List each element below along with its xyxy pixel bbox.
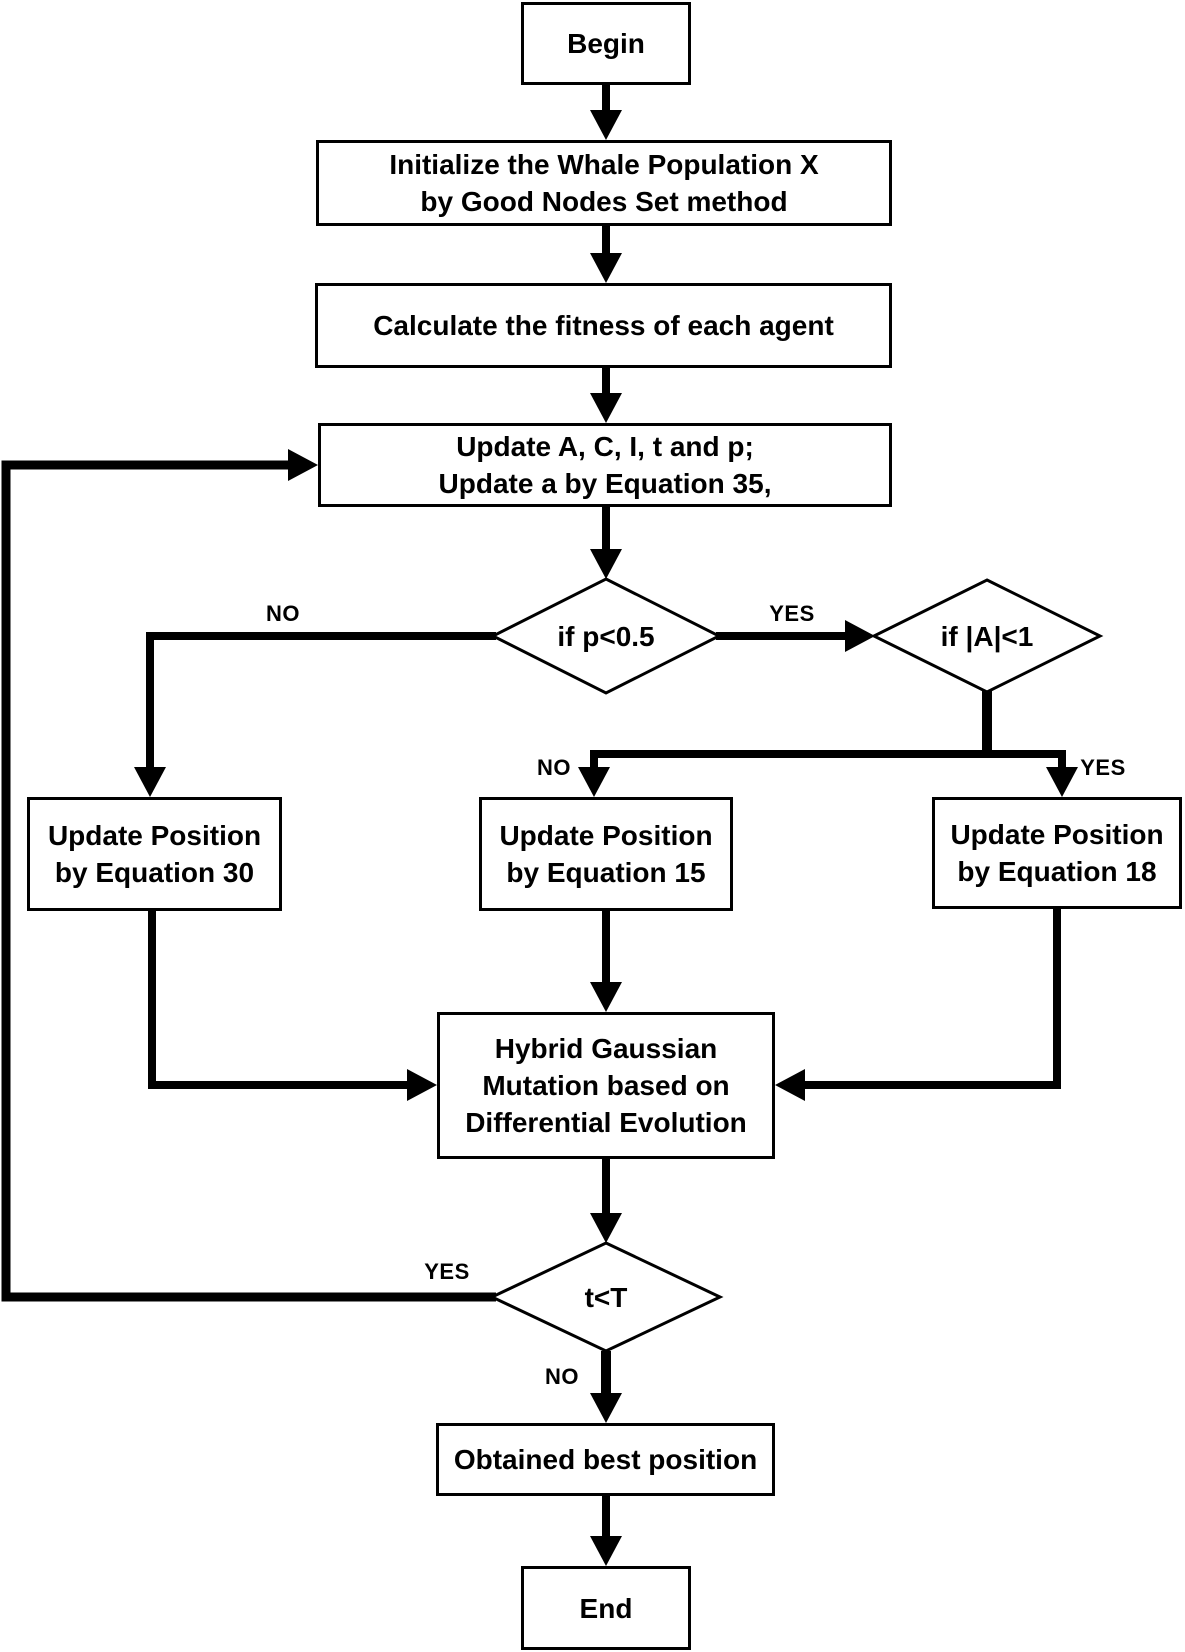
- update-position-eq15-line1: Update Position: [499, 820, 713, 851]
- edge-label-a-no: NO: [537, 755, 571, 780]
- edge-decision-p-yes: [716, 620, 875, 652]
- arrowhead-decision-a-no: [578, 767, 610, 797]
- obtained-best-position-node: Obtained best position: [436, 1423, 775, 1496]
- init-population-line2: by Good Nodes Set method: [420, 186, 788, 217]
- edge-decision-t-yes-loop: [1, 449, 496, 1302]
- hybrid-gaussian-line2: Mutation based on: [482, 1070, 730, 1101]
- calculate-fitness-node: Calculate the fitness of each agent: [315, 283, 892, 368]
- edge-decision-p-no: [134, 632, 496, 797]
- edge-label-t-yes: YES: [424, 1259, 470, 1284]
- arrowhead-fitness-update: [590, 393, 622, 423]
- update-position-eq30-line2: by Equation 30: [54, 857, 255, 888]
- edge-hybrid-decision-t: [590, 1159, 622, 1243]
- decision-p-diamond: [489, 577, 723, 695]
- update-parameters-node: Update A, C, I, t and p; Update a by Equ…: [318, 423, 892, 507]
- decision-t-label: t<T: [584, 1282, 628, 1313]
- arrowhead-decision-p-yes: [845, 620, 875, 652]
- calculate-fitness-label: Calculate the fitness of each agent: [373, 310, 834, 341]
- update-position-eq18-node: Update Position by Equation 18: [932, 797, 1182, 909]
- edge-update-decision-p: [590, 507, 622, 579]
- arrowhead-update-decision-p: [590, 549, 622, 579]
- obtained-best-position-label: Obtained best position: [453, 1444, 758, 1475]
- edge-fitness-update: [590, 368, 622, 423]
- edge-decision-t-no: [590, 1351, 622, 1423]
- decision-a-diamond: [870, 578, 1104, 694]
- edge-label-p-yes: YES: [769, 601, 815, 626]
- update-position-eq30-node: Update Position by Equation 30: [27, 797, 282, 911]
- arrowhead-decision-p-no: [134, 767, 166, 797]
- arrowhead-loop-update: [288, 449, 318, 481]
- update-parameters-line1: Update A, C, I, t and p;: [456, 431, 754, 462]
- begin-node: Begin: [521, 2, 691, 85]
- hybrid-gaussian-line1: Hybrid Gaussian: [494, 1033, 718, 1064]
- update-position-eq15-line2: by Equation 15: [506, 857, 706, 888]
- init-population-node: Initialize the Whale Population X by Goo…: [316, 140, 892, 226]
- arrowhead-hybrid-decision-t: [590, 1213, 622, 1243]
- end-label: End: [579, 1592, 633, 1624]
- update-position-eq18-line1: Update Position: [950, 819, 1164, 850]
- edge-eq30-hybrid: [148, 911, 437, 1101]
- edge-begin-init: [590, 85, 622, 140]
- edge-label-p-no: NO: [266, 601, 300, 626]
- edge-eq18-hybrid: [775, 908, 1061, 1101]
- edge-eq15-hybrid: [590, 911, 622, 1012]
- arrowhead-eq30-hybrid: [407, 1069, 437, 1101]
- decision-t-diamond: [488, 1241, 724, 1353]
- begin-label: Begin: [567, 28, 645, 59]
- update-position-eq30-line1: Update Position: [47, 820, 262, 851]
- arrowhead-decision-t-no: [590, 1393, 622, 1423]
- edge-decision-a-branches: [578, 688, 1078, 797]
- init-population-line1: Initialize the Whale Population X: [389, 149, 819, 180]
- decision-p-label: if p<0.5: [557, 621, 655, 652]
- arrowhead-begin-init: [590, 110, 622, 140]
- update-position-eq15-node: Update Position by Equation 15: [479, 797, 733, 911]
- decision-a-label: if |A|<1: [940, 621, 1034, 652]
- edge-label-t-no: NO: [545, 1364, 579, 1389]
- arrowhead-obtained-end: [590, 1536, 622, 1566]
- end-node: End: [521, 1566, 691, 1650]
- arrowhead-eq18-hybrid: [775, 1069, 805, 1101]
- hybrid-gaussian-mutation-node: Hybrid Gaussian Mutation based on Differ…: [437, 1012, 775, 1159]
- arrowhead-eq15-hybrid: [590, 982, 622, 1012]
- arrowhead-decision-a-yes: [1046, 767, 1078, 797]
- update-position-eq18-line2: by Equation 18: [957, 856, 1157, 887]
- edge-obtained-end: [590, 1496, 622, 1566]
- edge-init-fitness: [590, 226, 622, 283]
- edge-label-a-yes: YES: [1080, 755, 1126, 780]
- arrowhead-init-fitness: [590, 253, 622, 283]
- update-parameters-line2: Update a by Equation 35,: [438, 468, 772, 499]
- hybrid-gaussian-line3: Differential Evolution: [465, 1107, 747, 1138]
